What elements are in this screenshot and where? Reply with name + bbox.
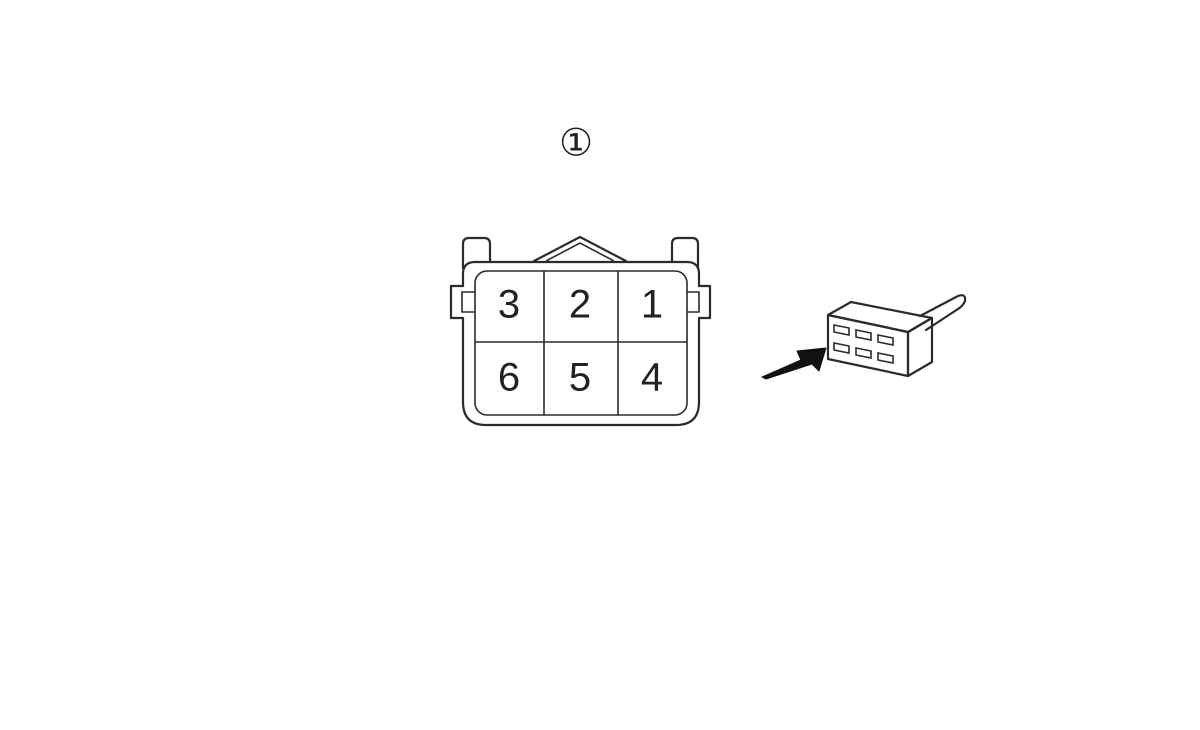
pin-number: 3	[498, 283, 520, 327]
pin-number: 5	[569, 356, 591, 400]
callout-marker: ①	[559, 121, 593, 165]
callout-label: ①	[559, 121, 593, 165]
connector-front-view-icon: 3 2 1 6 5 4	[449, 235, 712, 427]
view-direction-arrow-icon	[761, 347, 827, 380]
pin-number: 2	[569, 283, 591, 327]
pin-number: 4	[641, 356, 663, 400]
harness-plug-icon	[826, 294, 967, 378]
pin-number: 6	[498, 356, 520, 400]
pin-number: 1	[641, 283, 663, 327]
